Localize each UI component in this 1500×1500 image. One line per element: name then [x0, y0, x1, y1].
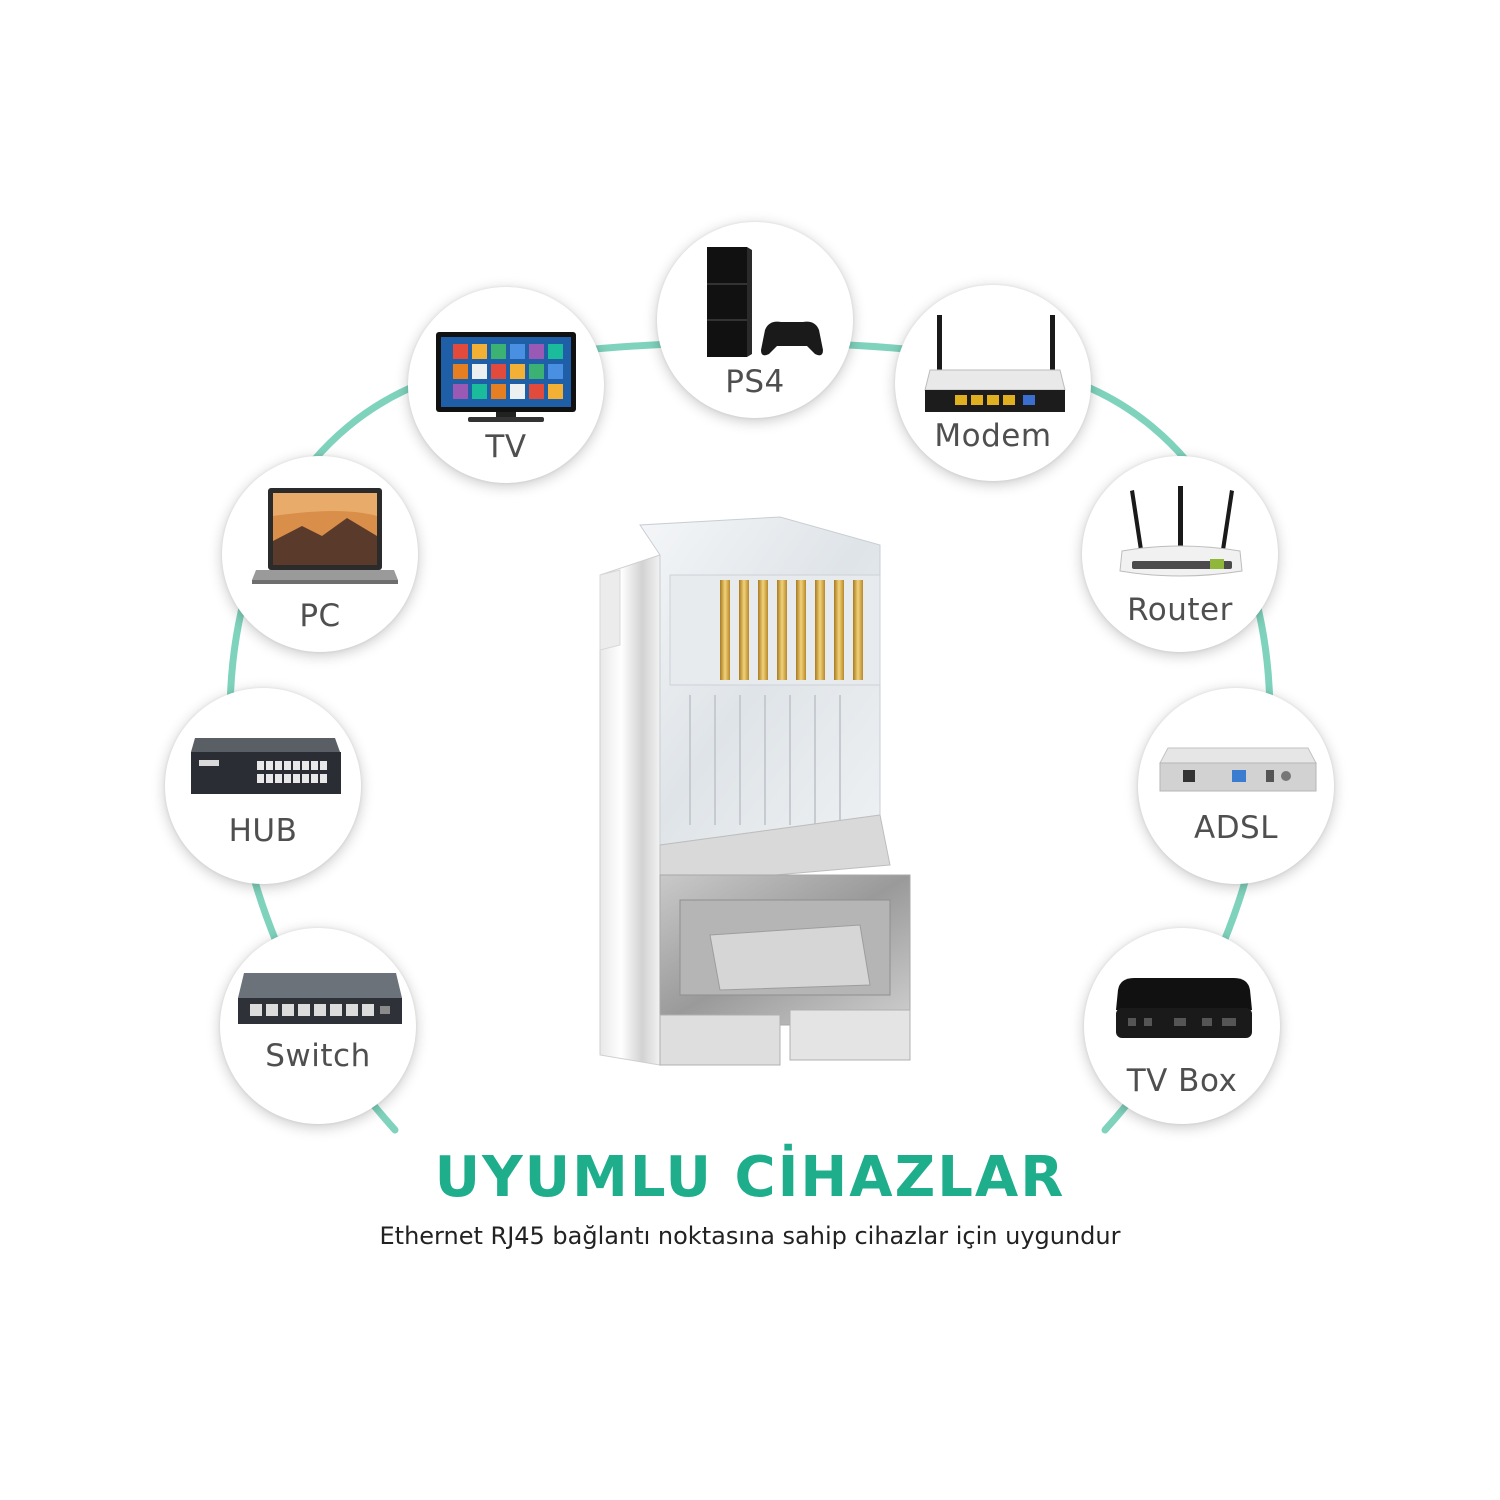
ps4-console-icon [707, 247, 823, 357]
page-subtitle: Ethernet RJ45 bağlantı noktasına sahip c… [379, 1222, 1121, 1250]
page-title: UYUMLU CİHAZLAR [434, 1145, 1066, 1210]
network-switch-icon [238, 973, 402, 1024]
device-label: HUB [228, 813, 298, 849]
device-label: TV [485, 429, 527, 465]
device-node-ps4: PS4 [657, 222, 853, 418]
device-label: ADSL [1193, 810, 1279, 846]
device-label: Switch [265, 1038, 371, 1074]
device-label: TV Box [1126, 1063, 1238, 1099]
device-label: Modem [934, 418, 1052, 454]
tv-box-icon [1116, 978, 1252, 1038]
device-label: PC [299, 598, 341, 634]
device-label: Router [1127, 592, 1233, 628]
router-icon [1119, 486, 1243, 577]
device-node-hub: HUB [165, 688, 361, 884]
adsl-modem-icon [1159, 747, 1317, 792]
device-node-router: Router [1082, 456, 1278, 652]
tv-icon [436, 332, 576, 422]
device-node-tv: TV [408, 287, 604, 483]
modem-icon [924, 315, 1066, 412]
hub-icon [191, 738, 341, 794]
device-node-tv-box: TV Box [1084, 928, 1280, 1124]
device-node-pc: PC [222, 456, 418, 652]
device-node-adsl: ADSL [1138, 688, 1334, 884]
laptop-icon [252, 488, 398, 584]
rj45-connector-icon [599, 516, 911, 1066]
device-node-modem: Modem [895, 285, 1091, 481]
device-label: PS4 [725, 364, 785, 400]
device-node-switch: Switch [220, 928, 416, 1124]
